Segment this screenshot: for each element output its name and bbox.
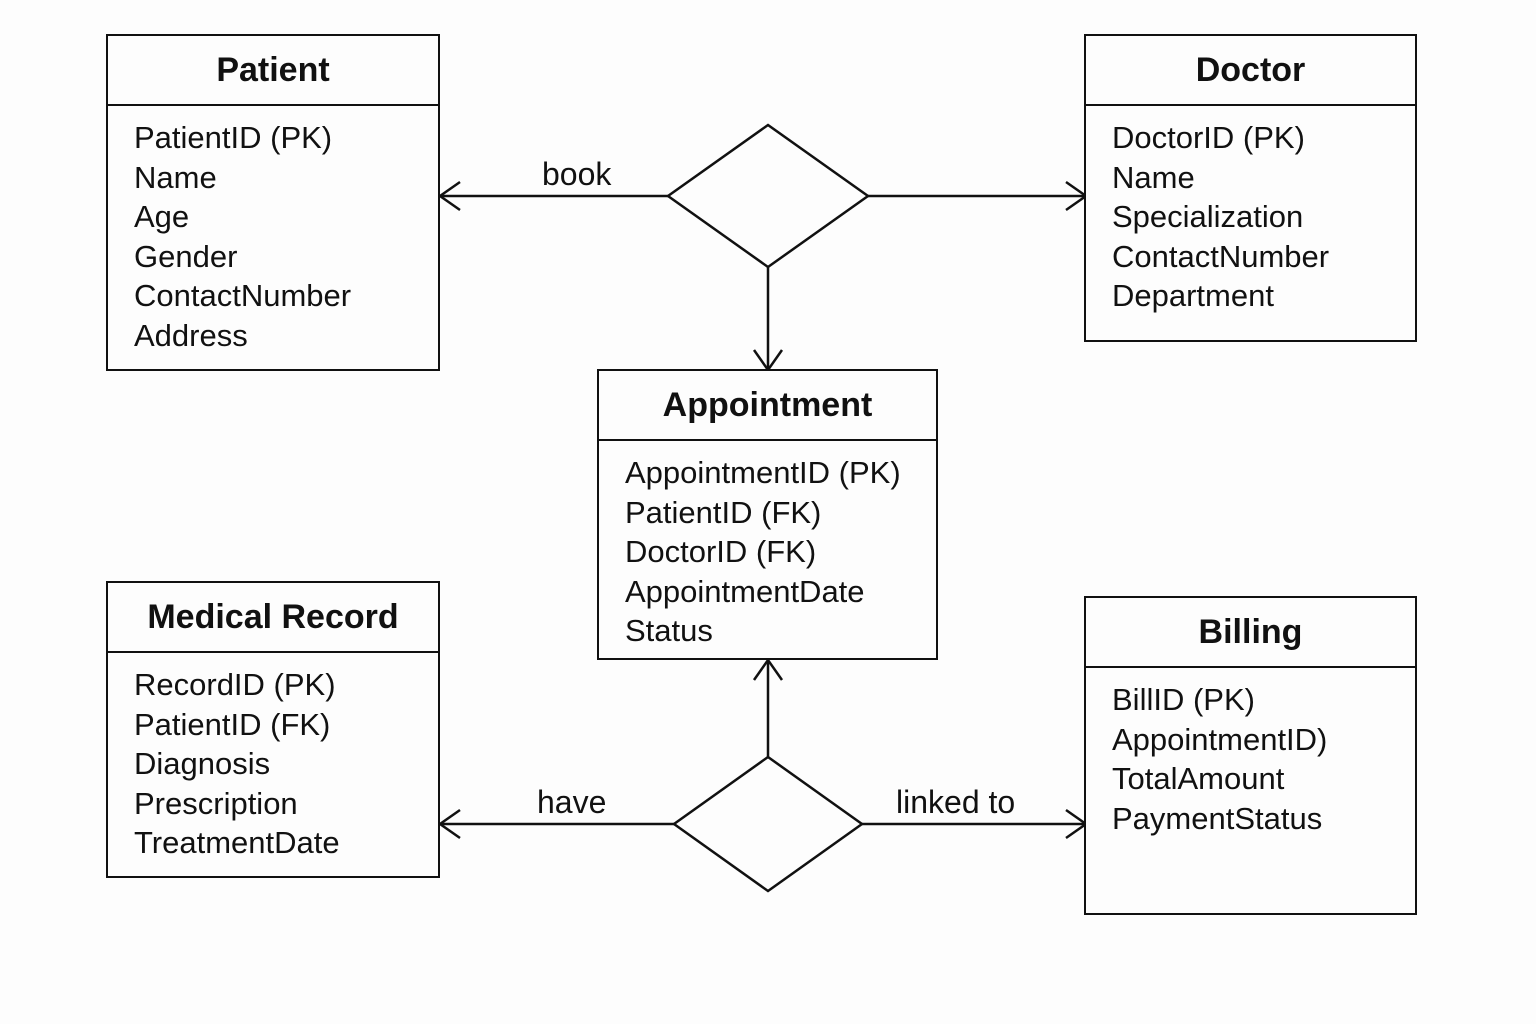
- attribute: Name: [134, 159, 217, 195]
- attribute: Name: [1112, 159, 1195, 195]
- attribute: Address: [134, 317, 248, 353]
- attribute: PatientID (PK): [134, 120, 333, 155]
- have-to-medical-record-arrowhead: [437, 808, 461, 840]
- attribute: Diagnosis: [134, 746, 271, 781]
- relationship-to-appointment-arrowhead: [752, 657, 784, 681]
- attribute: PatientID (FK): [625, 494, 822, 530]
- attribute: Age: [134, 199, 190, 234]
- entity-patient: Patient PatientID (PK) Name Age Gender C…: [106, 34, 440, 371]
- entity-medical-record: Medical Record RecordID (PK) PatientID (…: [106, 581, 440, 878]
- attribute: RecordID (PK): [134, 667, 336, 702]
- attribute: Prescription: [134, 785, 298, 821]
- attribute: AppointmentDate: [625, 573, 865, 609]
- attribute: DoctorID (PK): [1112, 120, 1305, 155]
- attribute: TotalAmount: [1112, 761, 1285, 796]
- attribute: PaymentStatus: [1112, 800, 1323, 836]
- relationship-label-book: book: [542, 156, 612, 192]
- entity-title: Appointment: [599, 371, 936, 441]
- attribute-list: BillID (PK) AppointmentID) TotalAmount P…: [1086, 668, 1415, 838]
- attribute-list: AppointmentID (PK) PatientID (FK) Doctor…: [599, 441, 936, 651]
- attribute: AppointmentID (PK): [625, 455, 901, 490]
- attribute: DoctorID (FK): [625, 534, 817, 569]
- attribute: TreatmentDate: [134, 825, 340, 860]
- book-relationship-diamond: [665, 123, 871, 269]
- attribute: BillID (PK): [1112, 682, 1255, 717]
- entity-title: Billing: [1086, 598, 1415, 668]
- attribute: PatientID (FK): [134, 706, 331, 742]
- attribute: AppointmentID): [1112, 721, 1328, 757]
- attribute: Gender: [134, 238, 238, 274]
- attribute: ContactNumber: [134, 278, 352, 313]
- attribute-list: PatientID (PK) Name Age Gender ContactNu…: [108, 106, 438, 355]
- attribute-list: DoctorID (PK) Name Specialization Contac…: [1086, 106, 1415, 316]
- attribute: Specialization: [1112, 199, 1304, 234]
- attribute-list: RecordID (PK) PatientID (FK) Diagnosis P…: [108, 653, 438, 863]
- relationship-label-have: have: [537, 784, 607, 820]
- attribute: Department: [1112, 278, 1274, 313]
- entity-title: Doctor: [1086, 36, 1415, 106]
- entity-doctor: Doctor DoctorID (PK) Name Specialization…: [1084, 34, 1417, 342]
- attribute: Status: [625, 613, 713, 648]
- have-linked-relationship-diamond: [671, 755, 865, 893]
- entity-billing: Billing BillID (PK) AppointmentID) Total…: [1084, 596, 1417, 915]
- entity-title: Medical Record: [108, 583, 438, 653]
- entity-title: Patient: [108, 36, 438, 106]
- relationship-label-linked-to: linked to: [896, 784, 1016, 820]
- attribute: ContactNumber: [1112, 238, 1330, 274]
- book-to-patient-arrowhead: [437, 180, 461, 212]
- entity-appointment: Appointment AppointmentID (PK) PatientID…: [597, 369, 938, 660]
